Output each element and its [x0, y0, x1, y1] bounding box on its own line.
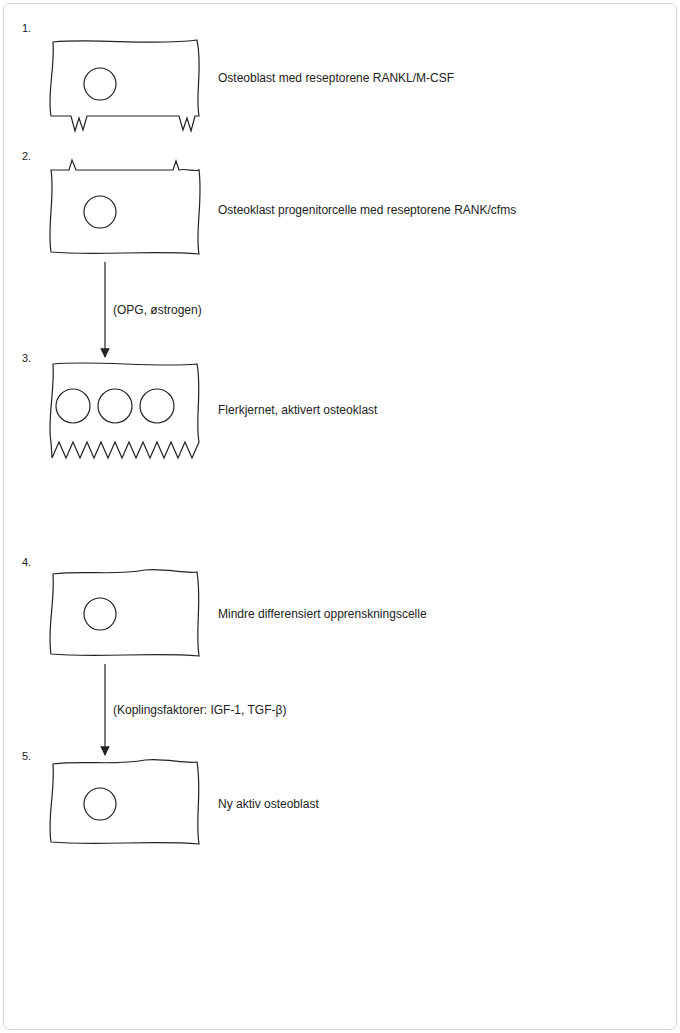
cell-outline: [45, 360, 205, 460]
arrow-connector: [104, 664, 105, 755]
cell-node: Osteoklast progenitorcelle med reseptore…: [45, 156, 521, 258]
cell-node: Ny aktiv osteoblast: [45, 758, 323, 848]
cell-membrane: [50, 570, 199, 656]
edge-label: (OPG, østrogen): [111, 303, 204, 317]
callout-number: 4.: [22, 556, 31, 568]
cell-membrane: [50, 160, 200, 254]
cell-label: Flerkjernet, aktivert osteoklast: [218, 403, 377, 418]
cell-outline: [45, 568, 205, 660]
callout-number: 2.: [22, 150, 31, 162]
callout-number: 5.: [22, 750, 31, 762]
arrow-connector: [104, 262, 105, 357]
cell-membrane: [50, 363, 199, 458]
cell-nucleus: [56, 389, 90, 423]
cell-label: Osteoklast progenitorcelle med reseptore…: [218, 203, 516, 218]
cell-node: Mindre differensiert opprenskningscelle: [45, 568, 431, 660]
cell-nucleus: [84, 598, 116, 630]
cell-label: Osteoblast med reseptorene RANKL/M-CSF: [218, 71, 454, 86]
callout-number: 1.: [22, 22, 31, 34]
cell-membrane: [50, 40, 199, 131]
cell-outline: [45, 758, 205, 848]
cell-label: Ny aktiv osteoblast: [218, 797, 319, 812]
cell-node: Flerkjernet, aktivert osteoklast: [45, 360, 382, 460]
cell-membrane: [50, 760, 199, 844]
cell-outline: [45, 38, 205, 134]
frame-border: [4, 4, 677, 1030]
cell-node: Osteoblast med reseptorene RANKL/M-CSF: [45, 38, 459, 134]
callout-number: 3.: [22, 352, 31, 364]
cell-outline: [45, 156, 205, 258]
cell-nucleus: [84, 196, 116, 228]
cell-nucleus: [98, 389, 132, 423]
cell-nucleus: [140, 389, 174, 423]
cell-nucleus: [84, 68, 116, 100]
cell-label: Mindre differensiert opprenskningscelle: [218, 607, 427, 622]
edge-label: (Koplingsfaktorer: IGF-1, TGF-β): [111, 703, 288, 717]
cell-nucleus: [84, 788, 116, 820]
